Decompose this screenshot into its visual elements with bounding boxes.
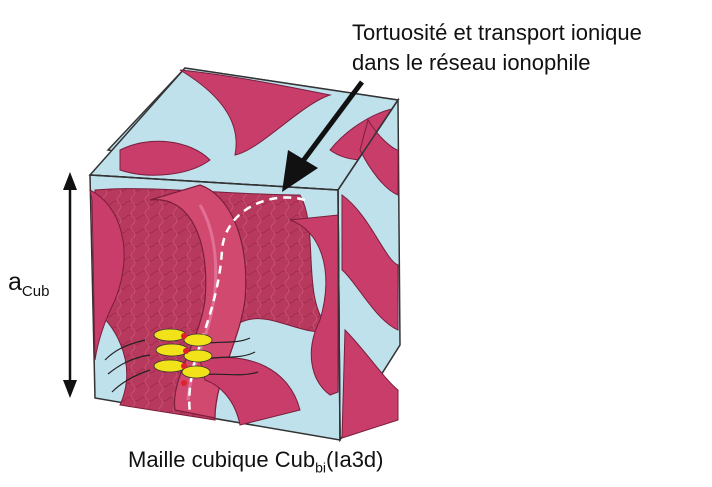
ion-dot <box>181 380 187 386</box>
dimension-label-main: a <box>8 268 22 296</box>
annotation-line-1: Tortuosité et transport ionique <box>352 18 642 48</box>
molecule-head <box>184 334 212 346</box>
cube-front-face <box>90 175 340 440</box>
ion-dot <box>181 333 187 339</box>
caption-subscript: bi <box>315 459 326 475</box>
annotation-line-2: dans le réseau ionophile <box>352 48 642 78</box>
ion-dot <box>183 348 189 354</box>
caption-suffix: (Ia3d) <box>326 447 383 472</box>
caption: Maille cubique Cubbi(Ia3d) <box>128 447 384 475</box>
dimension-label: aCub <box>8 268 49 300</box>
ion-dot <box>181 363 187 369</box>
dimension-label-subscript: Cub <box>22 283 50 300</box>
annotation-text: Tortuosité et transport ionique dans le … <box>352 18 642 78</box>
dimension-arrow <box>63 172 77 398</box>
caption-main: Maille cubique Cub <box>128 447 315 472</box>
